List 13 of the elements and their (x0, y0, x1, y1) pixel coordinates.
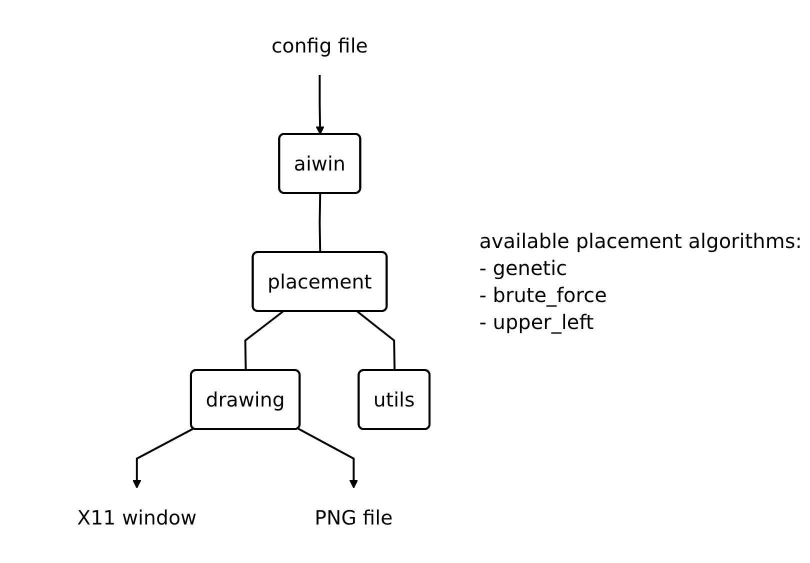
arrow (316, 74, 324, 135)
note-text: - genetic (479, 254, 568, 282)
node-text: config file (271, 34, 368, 58)
node-text: PNG file (314, 506, 393, 530)
connector (318, 193, 322, 252)
note-text: available placement algorithms: (479, 228, 802, 254)
node-text: X11 window (77, 506, 197, 530)
note-text: - upper_left (479, 308, 595, 336)
connector (356, 310, 396, 371)
arrow (132, 428, 194, 488)
connector (244, 310, 284, 371)
arrow (298, 428, 358, 488)
note-text: - brute_force (479, 282, 608, 308)
